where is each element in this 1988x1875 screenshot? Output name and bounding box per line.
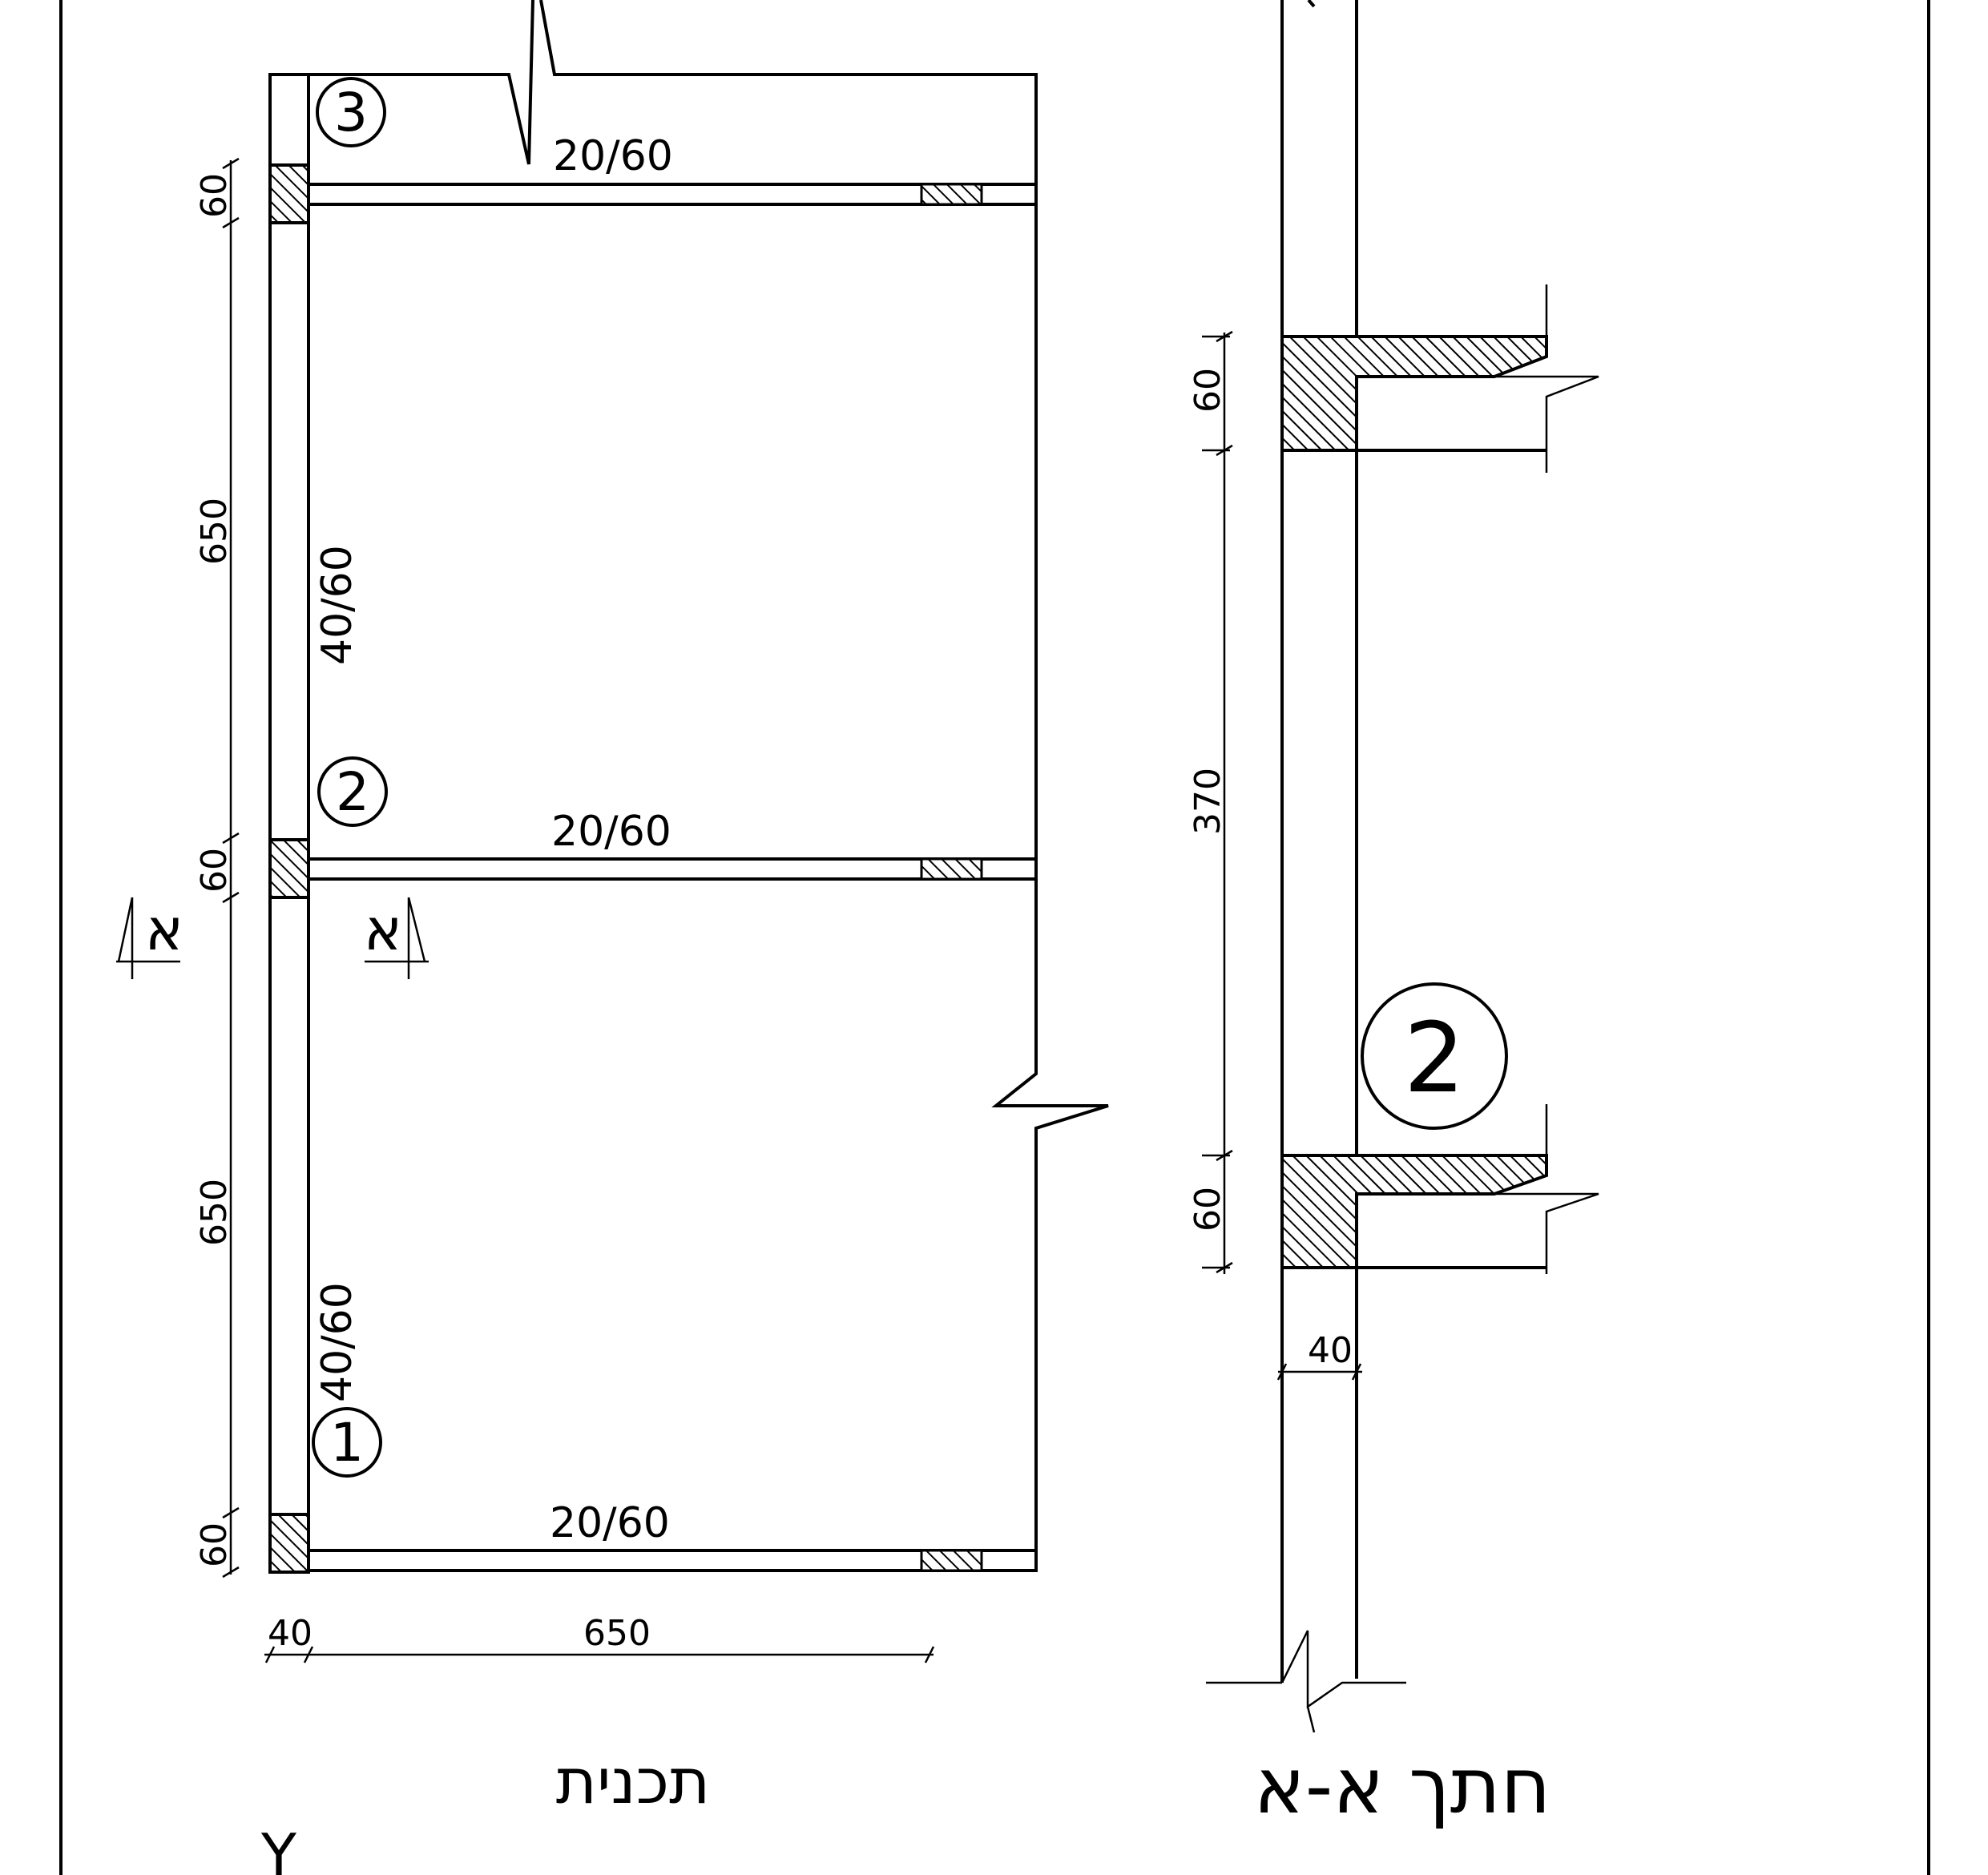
- dim-60-upper: 60: [1188, 368, 1228, 413]
- svg-text:1: 1: [330, 1412, 364, 1474]
- section-view: 60 370 60 40 2 חתך א-א: [1188, 0, 1599, 1831]
- svg-text:א: א: [145, 896, 183, 963]
- dim-650-bottom: 650: [583, 1613, 651, 1654]
- column-top: [268, 163, 310, 224]
- dim-40-bottom: 40: [268, 1613, 313, 1654]
- dim-60-lower: 60: [1188, 1187, 1228, 1232]
- beam-mid: [307, 857, 1038, 881]
- section-node-2-marker: 2: [1361, 982, 1508, 1130]
- beam-bot-support: [920, 1549, 983, 1572]
- dim-650-lower: 650: [194, 1179, 235, 1246]
- section-slab-lower: [1280, 1104, 1599, 1274]
- node-3-marker: 3: [316, 77, 386, 147]
- plan-wall-strip: [268, 73, 310, 1572]
- section-marker-right: א: [364, 896, 429, 979]
- wall-label-lower: 40/60: [313, 1282, 361, 1402]
- beam-top: [307, 183, 1038, 206]
- section-slab-upper: [1280, 284, 1599, 473]
- plan-view: 20/60 20/60 20/60 40/60 40/60 3 2 1 6: [116, 0, 1109, 1818]
- dim-60-mid: 60: [194, 848, 235, 893]
- beam-label-top: 20/60: [553, 132, 673, 180]
- corner-letter: Y: [260, 1821, 297, 1875]
- svg-text:2: 2: [1404, 1003, 1465, 1115]
- plan-horizontal-dimension: 40 650: [264, 1613, 935, 1663]
- section-bottom-break: [1206, 1630, 1406, 1733]
- beam-top-support: [920, 183, 983, 206]
- plan-top-edge-right: [270, 0, 1109, 1572]
- svg-text:3: 3: [334, 82, 368, 143]
- dim-40-section: 40: [1308, 1330, 1353, 1371]
- section-vertical-dimension: 60 370 60: [1188, 330, 1233, 1274]
- dim-370: 370: [1188, 768, 1228, 835]
- dim-650-upper: 650: [194, 498, 235, 565]
- section-horizontal-dimension: 40: [1276, 1330, 1362, 1381]
- plan-title: תכנית: [556, 1746, 710, 1818]
- plan-vertical-dimension: 60 650 60 650 60: [194, 157, 240, 1579]
- svg-text:א: א: [364, 896, 402, 963]
- section-title: חתך א-א: [1254, 1741, 1551, 1831]
- beam-label-bot: 20/60: [550, 1499, 670, 1547]
- beam-label-mid: 20/60: [551, 808, 671, 856]
- node-1-marker: 1: [312, 1407, 382, 1478]
- dim-60-top: 60: [194, 173, 235, 218]
- dim-60-bot: 60: [194, 1522, 235, 1567]
- beam-bot: [307, 1549, 1038, 1572]
- column-bot: [268, 1513, 310, 1574]
- node-2-marker: 2: [317, 756, 388, 827]
- column-mid: [268, 838, 310, 899]
- svg-text:2: 2: [336, 761, 369, 823]
- wall-label-upper: 40/60: [313, 545, 361, 665]
- section-marker-left: א: [116, 896, 183, 979]
- plan-top-edge: [308, 0, 534, 165]
- beam-mid-support: [920, 857, 983, 881]
